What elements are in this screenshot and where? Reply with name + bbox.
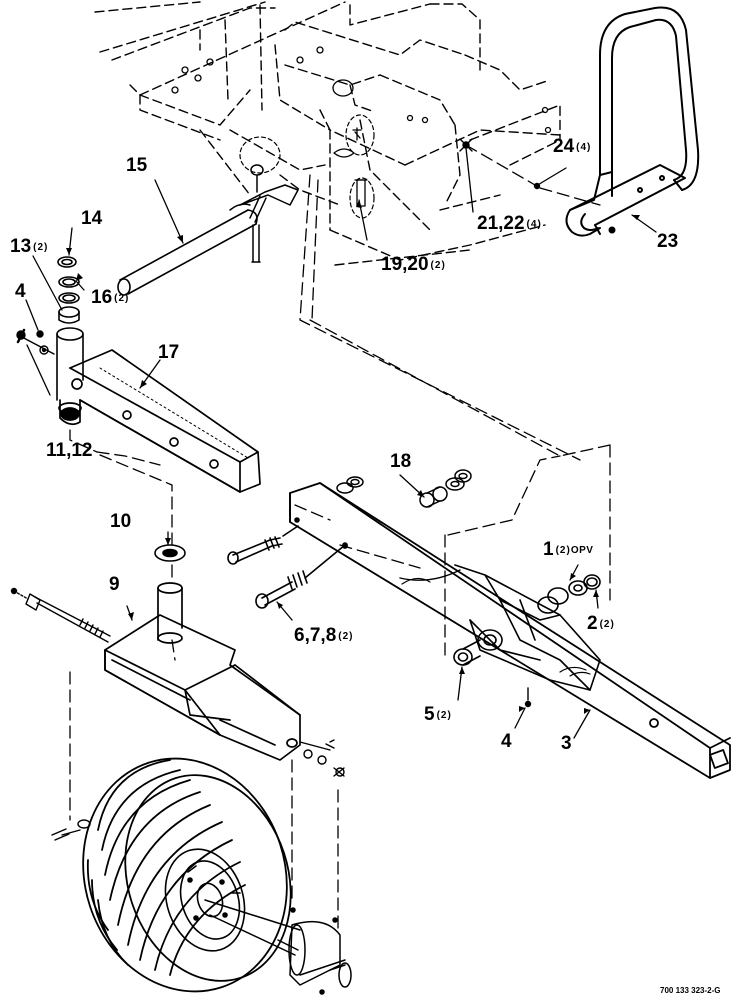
callout-10: 10 [110, 511, 132, 532]
leader-lines [25, 147, 657, 739]
callout-17: 17 [158, 342, 180, 363]
bolt-11 [16, 328, 55, 355]
callout-5: 5(2) [424, 704, 452, 725]
hub [204, 899, 352, 995]
bolt-21 [459, 138, 541, 190]
wheel-rim [164, 848, 246, 952]
lubrication-fitting-4 [524, 687, 532, 708]
callout-4-lower: 4 [501, 731, 512, 752]
wheel-stud [51, 819, 91, 841]
bolts-6-7-8 [227, 517, 348, 609]
callout-2: 2(2) [587, 613, 615, 634]
kingpin-washers [57, 256, 80, 324]
pivot-mount [229, 164, 299, 263]
alignment-lines [69, 144, 611, 931]
callout-19-20: 19,20(2) [381, 254, 446, 275]
callout-23: 23 [657, 231, 679, 252]
callout-1: 1(2)OPV [543, 539, 594, 560]
callout-15: 15 [126, 155, 148, 176]
arm-17 [58, 349, 261, 493]
caster-lock [299, 739, 345, 777]
callout-9: 9 [109, 574, 120, 595]
callout-14: 14 [81, 208, 103, 229]
callout-13: 13(2) [10, 236, 49, 257]
washer-10 [154, 544, 186, 562]
callout-18: 18 [390, 451, 412, 472]
callout-11-12: 11,12 [46, 440, 93, 461]
frame-holes [171, 46, 552, 134]
callout-24: 24(4) [553, 136, 592, 157]
spacer-18 [336, 469, 472, 508]
tongue-3 [289, 482, 731, 779]
callout-6-7-8: 6,7,8(2) [294, 625, 354, 646]
drawing-number: 700 133 323-2-G [660, 986, 721, 995]
bushings-5 [453, 574, 601, 666]
callout-4-upper: 4 [15, 281, 26, 302]
pivot-pin [117, 209, 258, 296]
callout-3: 3 [561, 733, 572, 754]
callout-21-22: 21,22(4) [477, 213, 542, 234]
kingpin-tube [56, 327, 84, 401]
frame-phantom [94, 1, 561, 266]
tire [82, 757, 292, 993]
caster-9 [104, 582, 301, 761]
callout-16: 16(2) [91, 287, 130, 308]
caster-bolt [10, 587, 111, 643]
leader-arrows [66, 200, 640, 714]
handle-guard [565, 6, 700, 237]
